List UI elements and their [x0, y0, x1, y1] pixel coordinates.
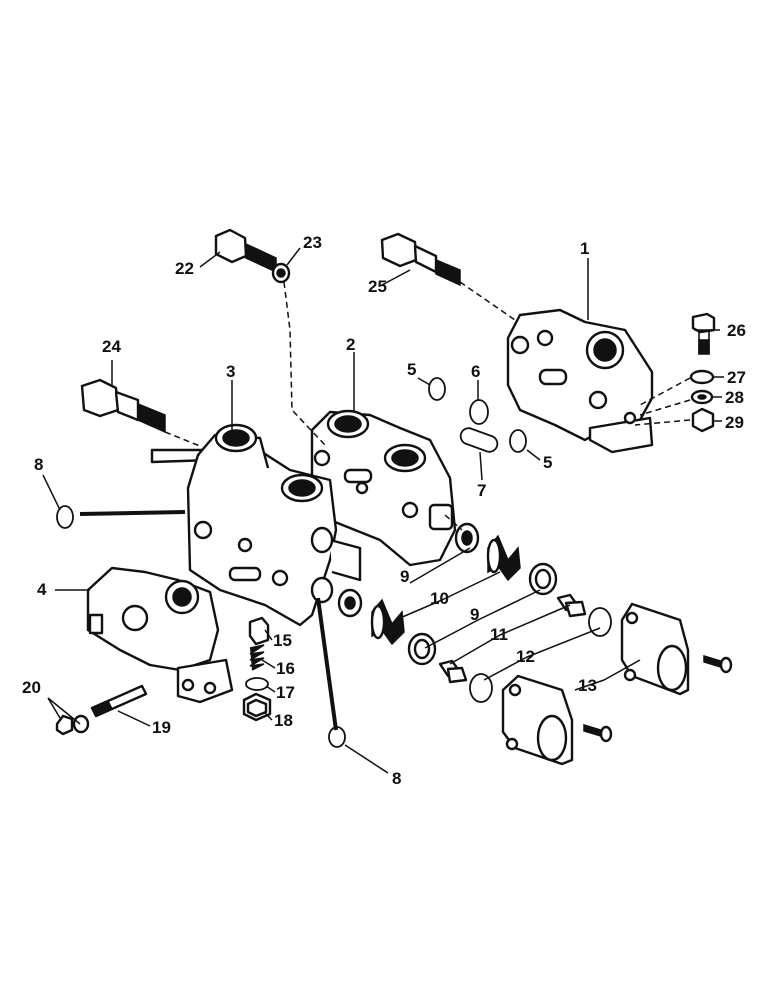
callout-19: 19: [152, 718, 171, 737]
o-ring-part-8a: [56, 505, 74, 529]
callout-18: 18: [274, 711, 293, 730]
spring-part-10c: [370, 598, 405, 646]
screw-part-13c: [703, 654, 733, 674]
assembly-lines: [79, 281, 691, 731]
callout-2: 2: [346, 335, 355, 354]
callout-16: 16: [276, 659, 295, 678]
callout-20: 20: [22, 678, 41, 697]
o-ring-part-12a: [588, 607, 612, 637]
bolt-part-11a: [556, 593, 587, 618]
callout-22: 22: [175, 259, 194, 278]
callout-29: 29: [725, 413, 744, 432]
spring-seat-part-9b: [337, 588, 363, 618]
callout-23: 23: [303, 233, 322, 252]
o-ring-part-8b: [328, 726, 346, 748]
relief-valve-part-24: [80, 378, 166, 434]
callout-9b: 9: [470, 605, 479, 624]
spool-cap-part-13b: [501, 674, 574, 766]
spool-cap-part-13a: [620, 602, 690, 696]
washer-part-27: [689, 369, 715, 385]
callout-9a: 9: [400, 567, 409, 586]
washer-part-23: [271, 262, 291, 284]
gasket-part-7: [459, 427, 499, 453]
callout-17: 17: [276, 683, 295, 702]
poppet-part-15: [248, 616, 270, 646]
callout-10: 10: [430, 589, 449, 608]
leader-lines: [42, 247, 724, 774]
inlet-cover-part-4: [86, 566, 234, 704]
o-ring-part-12b: [469, 673, 493, 703]
callout-3: 3: [226, 362, 235, 381]
callout-13: 13: [578, 676, 597, 695]
washer-part-28: [690, 389, 714, 405]
callout-1: 1: [580, 239, 589, 258]
callout-11: 11: [490, 625, 508, 644]
plug-part-18: [242, 692, 272, 722]
callout-24: 24: [102, 337, 121, 356]
callout-26: 26: [727, 321, 746, 340]
relief-valve-part-25: [380, 232, 461, 287]
cap-part-10d: [407, 632, 437, 666]
callout-28: 28: [725, 388, 744, 407]
nut-washer-part-20: [55, 714, 90, 736]
valve-section-part-2: [310, 409, 457, 567]
spring-part-16: [249, 644, 265, 671]
screw-part-13d: [583, 723, 613, 743]
bolt-part-26: [691, 312, 716, 355]
nut-part-29: [691, 407, 715, 433]
callout-7: 7: [477, 481, 486, 500]
spring-part-10a: [486, 534, 521, 582]
callout-8b: 8: [392, 769, 401, 788]
callout-labels: 1 2 3 4 5 5 6 7 8 8 9 9 10 11 12 13 15 1…: [22, 233, 746, 788]
o-ring-part-5b: [509, 429, 527, 453]
callout-27: 27: [727, 368, 746, 387]
plug-part-22: [214, 228, 277, 274]
valve-body-part-3: [150, 423, 362, 627]
cap-part-10b: [528, 562, 558, 596]
o-ring-part-6: [469, 399, 489, 425]
callout-4: 4: [37, 580, 47, 599]
callout-15: 15: [273, 631, 292, 650]
callout-5a: 5: [407, 360, 416, 379]
bolt-part-11b: [438, 659, 468, 684]
callout-6: 6: [471, 362, 480, 381]
callout-25: 25: [368, 277, 387, 296]
end-cover-part-1: [506, 308, 654, 454]
o-ring-part-17: [245, 677, 269, 691]
spring-seat-part-9a: [454, 522, 480, 554]
callout-12: 12: [516, 647, 535, 666]
tie-rod-part-19: [90, 684, 148, 718]
o-ring-part-5a: [428, 377, 446, 401]
callout-8a: 8: [34, 455, 43, 474]
callout-5b: 5: [543, 453, 552, 472]
